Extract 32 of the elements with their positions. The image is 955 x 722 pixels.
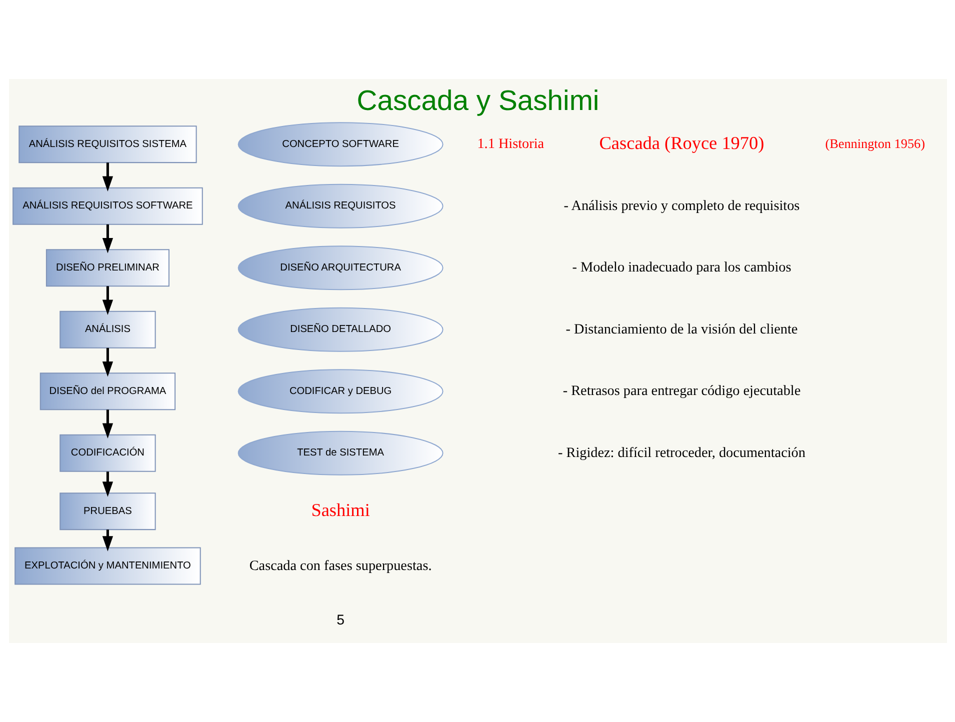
label: Cascada (Royce 1970) xyxy=(598,132,764,153)
node-box: CODIFICACIÓN xyxy=(59,434,156,472)
node-box: EXPLOTACIÓN y MANTENIMIENTO xyxy=(14,547,200,585)
node-box: PRUEBAS xyxy=(59,492,156,530)
label: - Análisis previo y completo de requisitos xyxy=(563,198,800,214)
arrow xyxy=(102,162,113,192)
label: - Rigidez: difícil retroceder, documentación xyxy=(558,444,805,461)
label: 5 xyxy=(336,612,344,628)
node-ellipse: DISEÑO DETALLADO xyxy=(237,307,443,352)
label: - Retrasos para entregar código ejecutable xyxy=(562,383,800,400)
label: - Distanciamiento de la visión del cliente xyxy=(565,321,798,338)
node-ellipse: CODIFICAR y DEBUG xyxy=(237,369,443,414)
arrow xyxy=(102,348,113,377)
diagram-title: Cascada y Sashimi xyxy=(356,84,599,117)
node-box: ANÁLISIS REQUISITOS SISTEMA xyxy=(18,126,196,164)
node-box: ANÁLISIS xyxy=(59,310,156,348)
arrow xyxy=(102,224,113,254)
label: (Bennington 1956) xyxy=(824,136,924,151)
node-ellipse: ANÁLISIS REQUISITOS xyxy=(237,184,443,228)
node-box: DISEÑO PRELIMINAR xyxy=(45,249,169,287)
arrow xyxy=(102,410,113,438)
arrow xyxy=(102,472,113,497)
label: Cascada con fases superpuestas. xyxy=(248,558,432,574)
node-ellipse: TEST de SISTEMA xyxy=(237,430,443,476)
node-ellipse: DISEÑO ARQUITECTURA xyxy=(237,246,443,290)
label: - Modelo inadecuado para los cambios xyxy=(572,260,791,276)
node-box: DISEÑO del PROGRAMA xyxy=(39,372,176,410)
arrow xyxy=(102,286,113,315)
node-box: ANÁLISIS REQUISITOS SOFTWARE xyxy=(12,187,202,225)
label: Sashimi xyxy=(310,500,370,520)
label: 1.1 Historia xyxy=(476,136,544,152)
node-ellipse: CONCEPTO SOFTWARE xyxy=(237,122,443,167)
